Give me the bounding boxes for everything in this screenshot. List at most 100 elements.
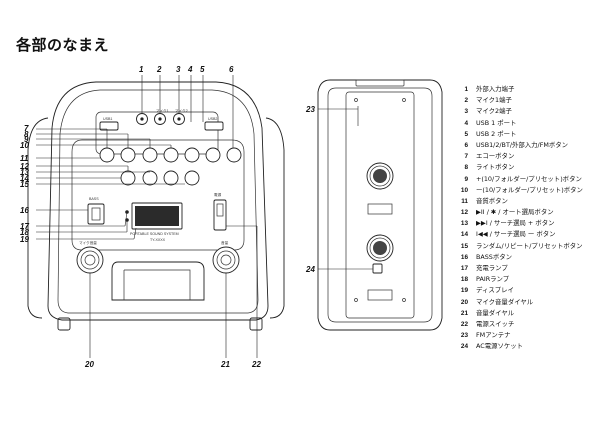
- callout-22: 22: [251, 360, 261, 369]
- legend-number: 3: [464, 108, 468, 116]
- callout-10: 10: [20, 141, 29, 150]
- plus-button[interactable]: [142, 147, 158, 163]
- legend-text: ディスプレイ: [476, 286, 514, 295]
- legend-item: 2 マイク1端子: [452, 95, 598, 106]
- legend-item: 24 AC電源ソケット: [452, 341, 598, 352]
- legend-item: 9 +(10/フォルダー/プリセット)ボタン: [452, 174, 598, 185]
- legend-item: 17 充電ランプ: [452, 263, 598, 274]
- legend-number: 14: [460, 231, 468, 239]
- legend-text: 音質ボタン: [476, 196, 508, 205]
- legend-item: 18 PAIRランプ: [452, 274, 598, 285]
- legend-text: ▶II / ✱ / オート選局ボタン: [476, 208, 554, 217]
- input-jacks: マイク1 マイク2: [136, 108, 188, 125]
- legend-number: 21: [460, 309, 468, 317]
- power-label: 電源: [214, 192, 222, 197]
- minus-button[interactable]: [163, 147, 179, 163]
- legend-number: 12: [460, 209, 468, 217]
- legend-number: 24: [460, 343, 468, 351]
- legend-text: ー(10/フォルダー/プリセット)ボタン: [476, 185, 583, 194]
- button-row-lower: [120, 170, 200, 186]
- callout-6: 6: [229, 65, 234, 74]
- legend-text: 音量ダイヤル: [476, 308, 515, 317]
- legend-number: 2: [464, 97, 468, 105]
- legend-number: 4: [464, 119, 468, 127]
- legend-text: FMアンテナ: [476, 331, 511, 340]
- callout-19: 19: [20, 235, 29, 244]
- volume-label: 音量: [221, 240, 229, 245]
- echo-button[interactable]: [99, 147, 115, 163]
- callout-20: 20: [84, 360, 94, 369]
- legend-item: 11 音質ボタン: [452, 196, 598, 207]
- legend-item: 21 音量ダイヤル: [452, 308, 598, 319]
- legend-text: ▶▶I / サーチ選局 + ボタン: [476, 219, 555, 228]
- legend-number: 17: [460, 265, 468, 272]
- legend-text: USB 1 ポート: [476, 118, 517, 127]
- legend-text: AC電源ソケット: [476, 342, 524, 351]
- legend-text: +(10/フォルダー/プリセット)ボタン: [476, 174, 582, 183]
- callout-15: 15: [20, 180, 29, 189]
- play-pause-button[interactable]: [120, 170, 136, 186]
- mic-volume-dial[interactable]: [76, 246, 104, 274]
- legend-number: 5: [464, 130, 468, 138]
- volume-dial[interactable]: [212, 246, 240, 274]
- legend-number: 7: [464, 153, 468, 161]
- legend-text: 充電ランプ: [476, 264, 508, 272]
- legend-number: 9: [464, 175, 468, 183]
- front-view-diagram: マイク1 マイク2 USB1 USB2 BASS PORTABLE SOUND …: [20, 65, 285, 369]
- callout-18: 18: [20, 228, 29, 237]
- callout-5: 5: [200, 65, 205, 74]
- eq-button[interactable]: [184, 147, 200, 163]
- legend-item: 4 USB 1 ポート: [452, 118, 598, 129]
- legend-number: 20: [460, 298, 468, 306]
- button-row-upper: [99, 147, 242, 163]
- callout-3: 3: [176, 65, 181, 74]
- usb2-port-label: USB2: [208, 117, 217, 121]
- source-button[interactable]: [226, 147, 242, 163]
- legend-text: エコーボタン: [476, 152, 515, 161]
- legend-number: 8: [464, 164, 468, 172]
- legend-number: 16: [460, 253, 468, 261]
- power-switch[interactable]: [213, 199, 227, 231]
- legend-text: ランダム/リピート/プリセットボタン: [476, 241, 583, 250]
- legend-text: PAIRランプ: [476, 275, 510, 284]
- legend-text: マイク1端子: [476, 96, 512, 105]
- legend-number: 18: [460, 276, 468, 284]
- callout-9: 9: [24, 135, 29, 144]
- callout-13: 13: [20, 168, 29, 177]
- next-button[interactable]: [142, 170, 158, 186]
- light-button[interactable]: [120, 147, 136, 163]
- callout-4: 4: [187, 65, 193, 74]
- bass-button[interactable]: [87, 203, 105, 225]
- mic2-jack-label: マイク2: [175, 108, 188, 113]
- model-label: TY-XXXX: [150, 238, 166, 242]
- legend-number: 11: [461, 197, 468, 205]
- mode-button[interactable]: [205, 147, 221, 163]
- callout-11: 11: [20, 154, 29, 163]
- callout-2: 2: [156, 65, 162, 74]
- callout-16: 16: [20, 206, 29, 215]
- legend-number: 6: [464, 141, 468, 149]
- legend-number: 22: [460, 320, 468, 328]
- repeat-button[interactable]: [184, 170, 200, 186]
- legend-number: 13: [460, 220, 468, 228]
- legend-text: 外部入力端子: [476, 85, 515, 93]
- callout-21: 21: [220, 360, 230, 369]
- callout-8: 8: [24, 130, 29, 139]
- callout-1: 1: [139, 65, 144, 74]
- display: [131, 202, 183, 230]
- legend-text: BASSボタン: [476, 252, 513, 261]
- page-title: 各部のなまえ: [16, 36, 110, 54]
- ac-socket: [372, 263, 383, 274]
- legend-text: マイク音量ダイヤル: [476, 297, 534, 306]
- legend-number: 15: [460, 242, 468, 250]
- prev-button[interactable]: [163, 170, 179, 186]
